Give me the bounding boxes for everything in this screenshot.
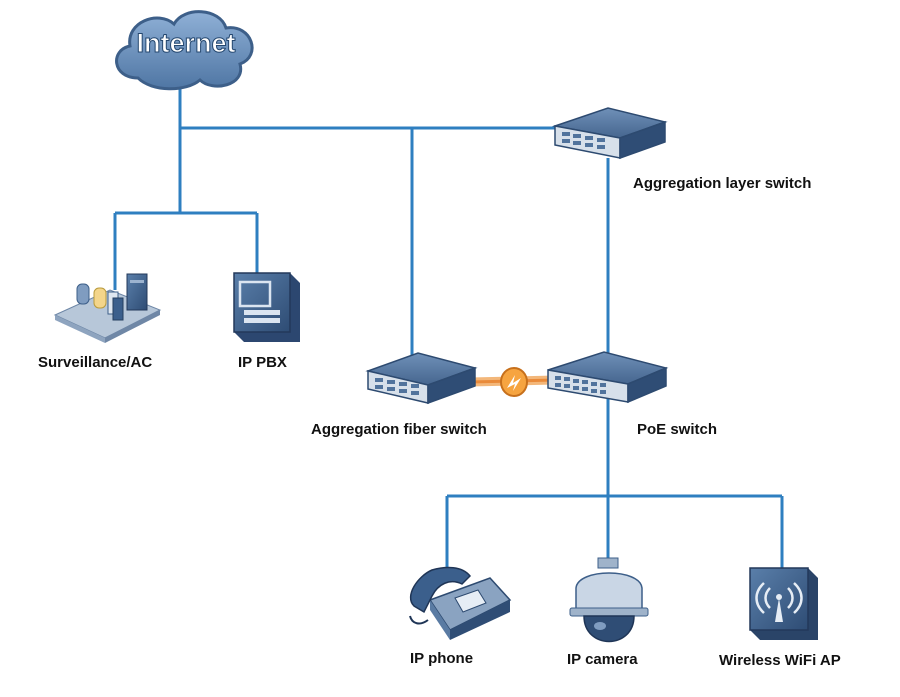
fiber-link [469, 367, 556, 397]
surveillance-ac-label: Surveillance/AC [38, 354, 153, 371]
ip-pbx-icon [233, 272, 300, 342]
surveillance-ac-icon [53, 273, 162, 343]
internet-label: Internet [136, 28, 235, 58]
aggregation-layer-switch-icon [552, 107, 668, 160]
aggregation-fiber-switch-icon [365, 352, 478, 405]
internet-cloud-icon [115, 10, 254, 91]
aggregation-fiber-switch-label: Aggregation fiber switch [311, 421, 487, 438]
ip-phone-label: IP phone [410, 650, 474, 667]
poe-switch-label: PoE switch [637, 421, 718, 438]
wireless-wifi-ap-icon [749, 567, 818, 640]
wireless-wifi-ap-label: Wireless WiFi AP [719, 652, 841, 669]
ip-phone-icon [409, 566, 512, 640]
poe-switch-icon [547, 351, 669, 404]
ip-camera-icon [569, 557, 649, 643]
aggregation-layer-switch-label: Aggregation layer switch [633, 175, 812, 192]
fiber-converter-icon [500, 367, 528, 397]
ip-camera-label: IP camera [567, 651, 638, 668]
links [113, 82, 784, 580]
ip-pbx-label: IP PBX [238, 354, 287, 371]
